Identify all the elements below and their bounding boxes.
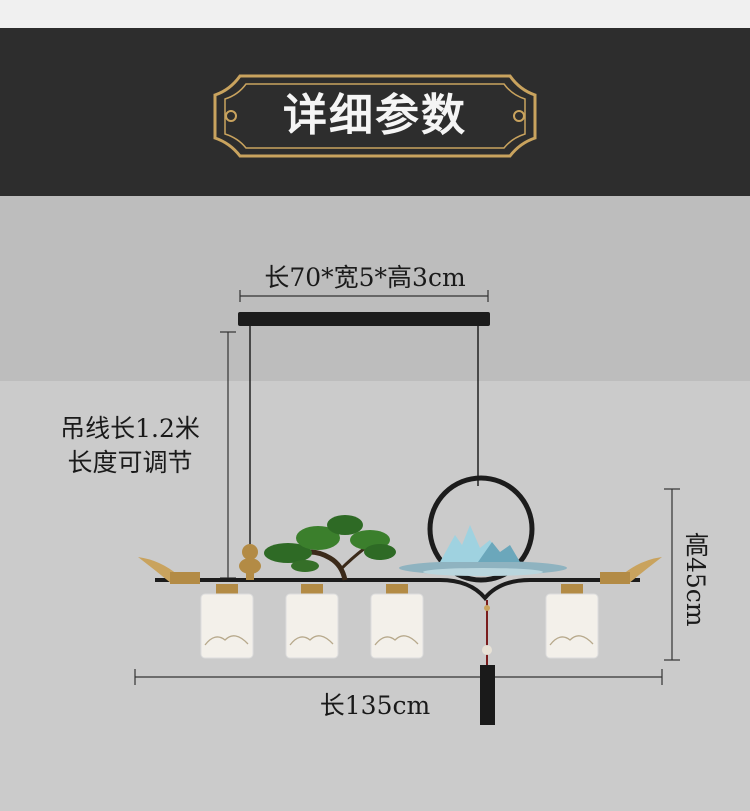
- main-bar: [155, 578, 640, 602]
- gold-finial: [239, 544, 261, 580]
- top-strip: [0, 0, 750, 28]
- length-dimension-label: 长135cm: [319, 691, 431, 720]
- dimension-lines: [134, 290, 680, 685]
- hanging-cords: [249, 326, 479, 545]
- page-title: 详细参数: [283, 90, 467, 141]
- title-frame: [213, 74, 537, 158]
- cord-length-line1: 吊线长1.2米: [60, 414, 200, 443]
- left-ornament: [138, 557, 200, 584]
- height-dimension-label: 高45cm: [681, 532, 710, 627]
- cord-length-label: 吊线长1.2米 长度可调节: [40, 412, 220, 480]
- ring-landscape: [399, 475, 567, 583]
- ceiling-canopy: [238, 312, 490, 326]
- right-ornament: [600, 557, 662, 584]
- gray-band: [0, 196, 750, 381]
- canopy-dimension-label: 长70*宽5*高3cm: [264, 263, 466, 292]
- cord-length-line2: 长度可调节: [67, 448, 193, 477]
- tassel: [480, 600, 495, 725]
- pine-tree: [264, 515, 396, 581]
- header-band: [0, 28, 750, 196]
- lamp-shades: [200, 584, 599, 659]
